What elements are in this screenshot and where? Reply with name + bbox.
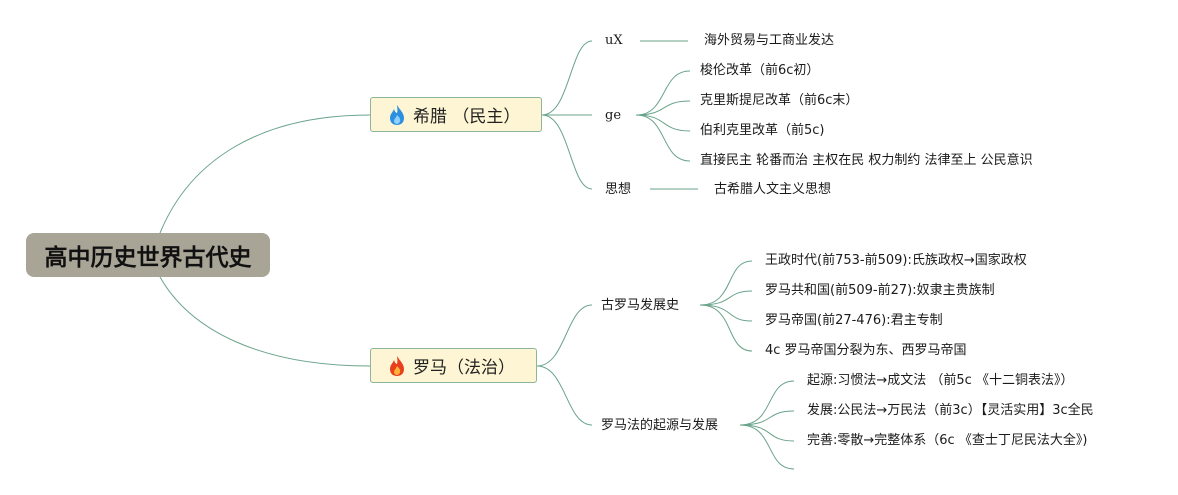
rome-sub1-item[interactable]: 罗马共和国(前509-前27):奴隶主贵族制 — [765, 283, 995, 298]
greece-sub2-item[interactable]: 直接民主 轮番而治 主权在民 权力制约 法律至上 公民意识 — [700, 153, 1033, 168]
branch-rome[interactable]: 罗马（法治） — [370, 348, 537, 383]
rome-sub1-item[interactable]: 王政时代(前753-前509):氏族政权→国家政权 — [765, 253, 1027, 268]
rome-sub2-label[interactable]: 罗马法的起源与发展 — [601, 418, 719, 433]
rome-sub1-item[interactable]: 罗马帝国(前27-476):君主专制 — [765, 313, 943, 328]
branch-rome-title: 罗马（法治） — [413, 358, 515, 378]
rome-sub1-label[interactable]: 古罗马发展史 — [601, 298, 680, 313]
root-title: 高中历史世界古代史 — [44, 245, 252, 271]
greece-sub3-detail[interactable]: 古希腊人文主义思想 — [714, 182, 832, 197]
rome-sub1-item[interactable]: 4c 罗马帝国分裂为东、西罗马帝国 — [765, 343, 967, 358]
rome-sub2-item[interactable]: 起源:习惯法→成文法 （前5c 《十二铜表法》） — [807, 373, 1074, 388]
rome-sub2-item[interactable]: 完善:零散→完整体系（6c 《查士丁尼民法大全》) — [807, 433, 1088, 448]
branch-greece[interactable]: 希腊 （民主） — [370, 97, 542, 132]
greece-sub2-item[interactable]: 伯利克里改革（前5c) — [700, 123, 825, 138]
branch-greece-title: 希腊 （民主） — [413, 107, 521, 127]
greece-sub2-label[interactable]: ge — [605, 108, 622, 123]
greece-sub1-detail[interactable]: 海外贸易与工商业发达 — [704, 33, 835, 48]
rome-sub2-item[interactable]: 发展:公民法→万民法（前3c）【灵活实用】3c全民 — [807, 403, 1094, 418]
greece-sub3-label[interactable]: 思想 — [605, 182, 632, 197]
greece-sub2-item[interactable]: 梭伦改革（前6c初） — [700, 63, 820, 78]
root-topic[interactable]: 高中历史世界古代史 — [26, 233, 270, 277]
flame-blue-icon — [387, 104, 407, 126]
greece-sub1-label[interactable]: uX — [605, 33, 623, 48]
greece-sub2-item[interactable]: 克里斯提尼改革（前6c末） — [700, 93, 859, 108]
flame-red-icon — [387, 355, 407, 377]
